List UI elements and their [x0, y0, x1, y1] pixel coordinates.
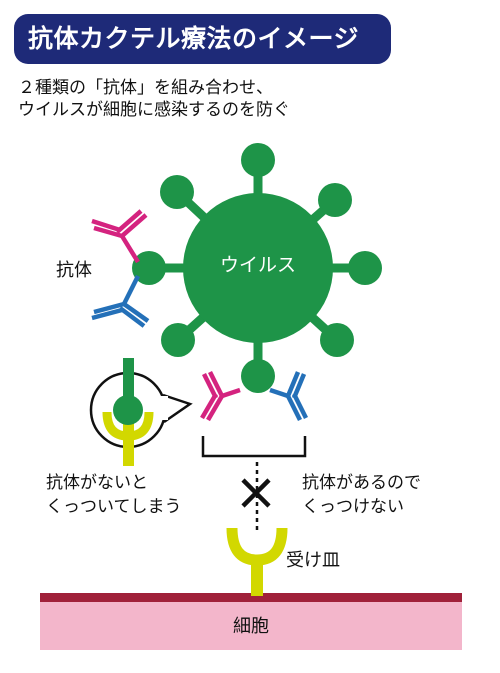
receptor-label: 受け皿	[286, 550, 340, 571]
blocked-x-mark	[241, 478, 271, 508]
antibody-blue-bottom	[269, 371, 309, 422]
intro-line-2: ウイルスが細胞に感染するのを防ぐ	[18, 100, 290, 120]
antibody-magenta-bottom	[200, 370, 241, 422]
antibody-bracket	[201, 436, 307, 458]
with-antibody-caption-line-2: くっつけない	[302, 497, 404, 517]
cell-receptor	[226, 527, 288, 596]
cell-membrane	[40, 593, 462, 602]
inset-virus-receptor	[102, 358, 154, 466]
antibody-label: 抗体	[56, 260, 92, 281]
antibody-blue-lower	[91, 274, 150, 328]
intro-line-1: ２種類の「抗体」を組み合わせ、	[18, 78, 273, 98]
without-antibody-caption-line-1: 抗体がないと	[46, 473, 148, 493]
virus-spike-tips	[132, 143, 382, 393]
cell-body	[40, 598, 462, 650]
title-banner: 抗体カクテル療法のイメージ	[14, 14, 391, 64]
with-antibody-caption-line-1: 抗体があるので	[302, 473, 421, 493]
without-antibody-caption-line-2: くっついてしまう	[46, 497, 182, 517]
virus-body	[183, 193, 333, 343]
cell-label: 細胞	[233, 616, 269, 637]
antibody-magenta-upper	[91, 209, 148, 264]
virus-label: ウイルス	[219, 254, 296, 276]
page-title: 抗体カクテル療法のイメージ	[28, 24, 360, 53]
